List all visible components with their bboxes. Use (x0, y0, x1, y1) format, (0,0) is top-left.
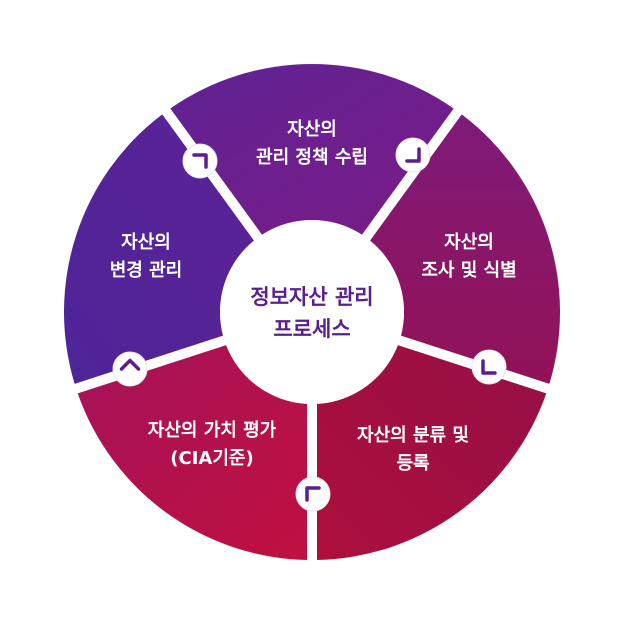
arrow-change-to-policy-icon (182, 143, 218, 179)
chevron-badge (471, 349, 507, 385)
segment-survey-line2: 조사 및 식별 (421, 260, 516, 281)
segment-survey (370, 114, 560, 384)
segment-change-line1: 자산의 (121, 232, 171, 253)
segment-change (63, 114, 254, 384)
segment-classify-line2: 등록 (396, 453, 429, 474)
center-hub (220, 220, 404, 404)
flow-arrows (112, 137, 507, 512)
center-title-line1: 정보자산 관리 (250, 285, 373, 309)
arrow-classify-to-value-icon (295, 476, 331, 512)
segment-label-value: 자산의 가치 평가 (CIA기준) (148, 420, 277, 469)
segment-classify (316, 345, 547, 560)
center-title-line2: 프로세스 (273, 317, 350, 341)
segment-value (77, 345, 308, 560)
arrow-policy-to-survey-icon (395, 137, 431, 173)
arrow-value-to-change-icon (112, 351, 148, 387)
segment-label-survey: 자산의 조사 및 식별 (421, 232, 516, 281)
segment-label-policy: 자산의 관리 정책 수립 (256, 119, 368, 168)
chevron-icon (119, 358, 141, 371)
chevron-badge (295, 476, 331, 512)
segment-label-change: 자산의 변경 관리 (110, 232, 183, 281)
chevron-badge (182, 143, 218, 179)
segment-survey-line1: 자산의 (444, 232, 494, 253)
segment-classify-line1: 자산의 분류 및 (357, 425, 469, 446)
segment-label-classify: 자산의 분류 및 등록 (357, 425, 469, 474)
segment-policy (170, 63, 454, 235)
segment-value-line2: (CIA기준) (170, 448, 253, 469)
segment-change-line2: 변경 관리 (110, 260, 183, 281)
chevron-icon (405, 147, 421, 163)
chevron-icon (305, 486, 321, 502)
segment-policy-line2: 관리 정책 수립 (256, 147, 368, 168)
chevron-icon (192, 153, 208, 169)
segment-policy-line1: 자산의 (287, 119, 337, 140)
arrow-survey-to-classify-icon (471, 349, 507, 385)
chevron-badge (112, 351, 148, 387)
segment-value-line1: 자산의 가치 평가 (148, 420, 277, 441)
chevron-badge (395, 137, 431, 173)
chevron-icon (481, 359, 497, 375)
